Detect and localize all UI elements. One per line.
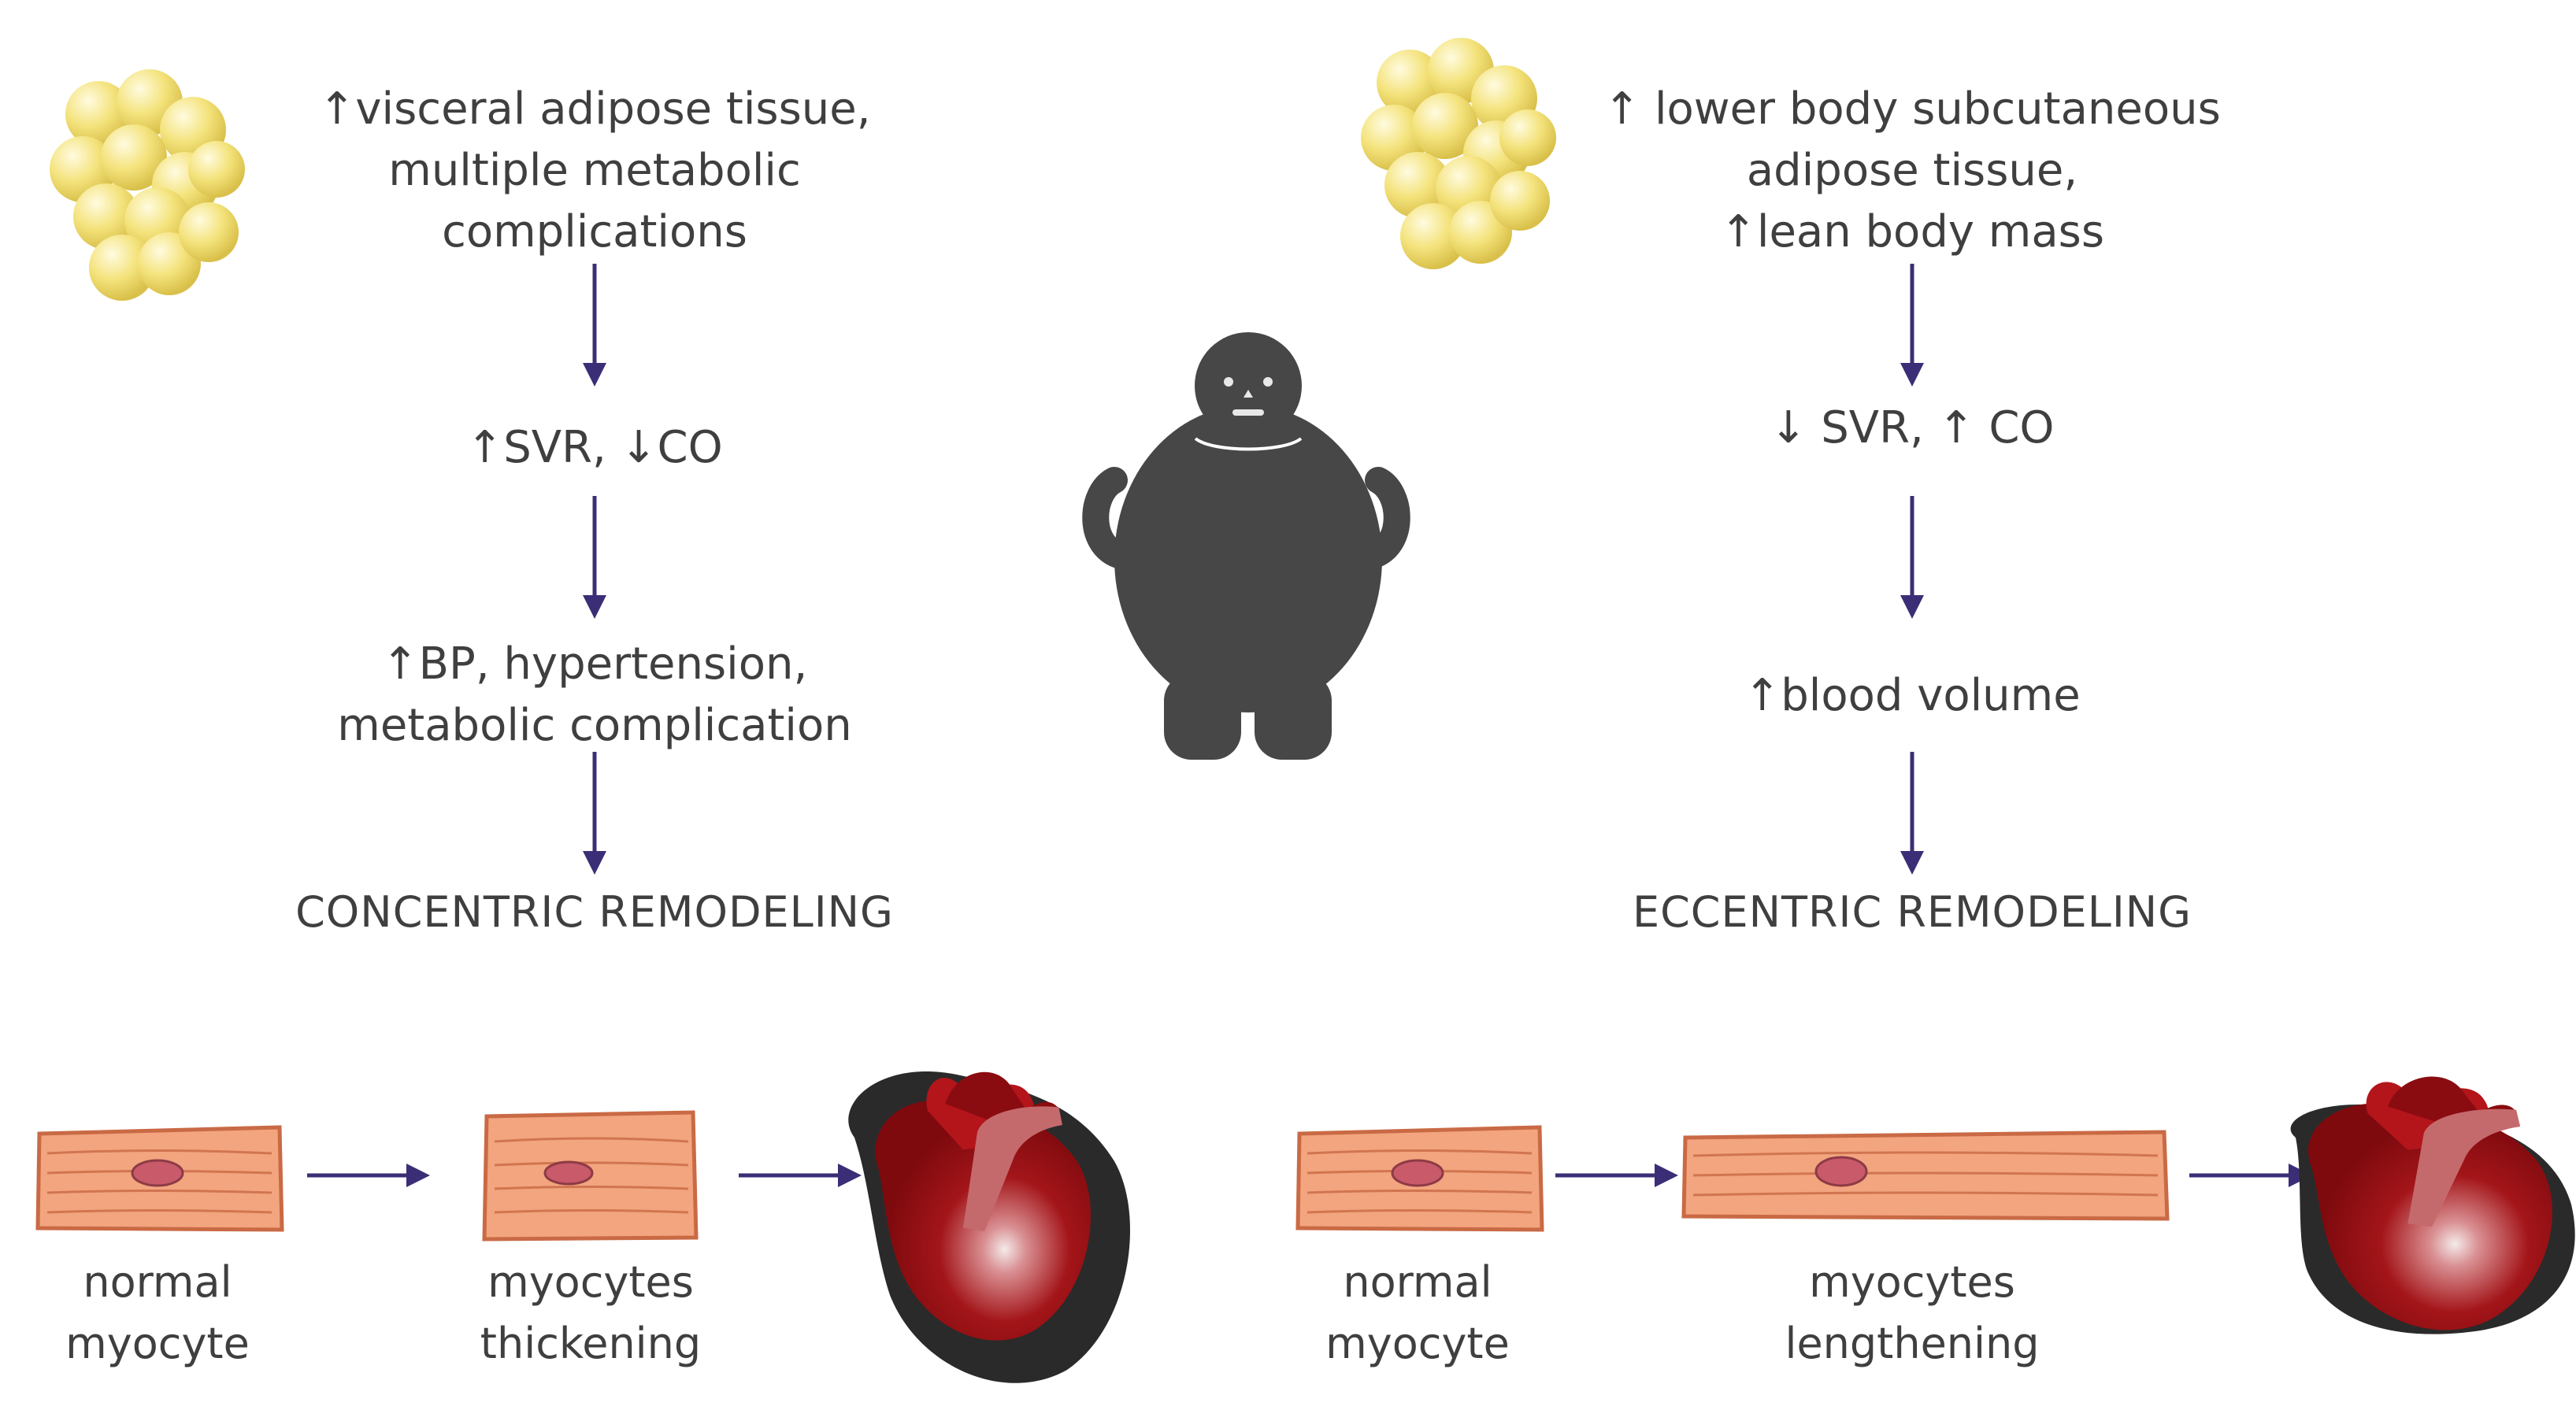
left-step1-line1: ↑visceral adipose tissue,	[318, 83, 871, 135]
myocyte-thickened-icon	[482, 1110, 699, 1242]
left-step2-text: ↑SVR, ↓CO	[280, 417, 910, 479]
right-step3-line1: ↑blood volume	[1744, 670, 2081, 721]
left-step3-line1: ↑BP, hypertension,	[381, 638, 808, 690]
label-line: normal	[1343, 1257, 1492, 1307]
label-line: myocyte	[65, 1319, 250, 1368]
right-step2-text: ↓ SVR, ↑ CO	[1550, 398, 2274, 459]
right-step1-line3: ↑lean body mass	[1719, 206, 2105, 257]
right-result-text: ECCENTRIC REMODELING	[1632, 887, 2192, 937]
label-line: normal	[83, 1257, 232, 1307]
myocyte-icon	[1295, 1125, 1544, 1232]
right-step3-text: ↑blood volume	[1550, 665, 2274, 727]
right-lengthening-label: myocytes lengthening	[1755, 1252, 2070, 1375]
right-step1-line2: adipose tissue,	[1746, 145, 2078, 196]
right-normal-myocyte-label: normal myocyte	[1260, 1252, 1575, 1375]
right-step2-line1: ↓ SVR, ↑ CO	[1770, 402, 2055, 453]
adipose-cluster-icon	[50, 69, 245, 301]
adipose-cluster-icon	[1361, 38, 1556, 269]
right-result-heading: ECCENTRIC REMODELING	[1550, 882, 2274, 943]
left-step1-line3: complications	[442, 206, 747, 257]
heart-icon	[848, 1071, 1130, 1383]
left-thickening-label: myocytes thickening	[433, 1252, 748, 1375]
label-line: myocyte	[1325, 1319, 1510, 1368]
label-line: myocytes	[1809, 1257, 2015, 1307]
left-result-text: CONCENTRIC REMODELING	[295, 887, 894, 937]
left-step2-line1: ↑SVR, ↓CO	[466, 422, 723, 473]
right-step1-text: ↑ lower body subcutaneous adipose tissue…	[1550, 79, 2274, 263]
myocyte-lengthened-icon	[1681, 1130, 2170, 1221]
person-icon	[1082, 332, 1410, 760]
right-step1-line1: ↑ lower body subcutaneous	[1603, 83, 2221, 135]
left-step3-text: ↑BP, hypertension, metabolic complicatio…	[280, 634, 910, 757]
left-result-heading: CONCENTRIC REMODELING	[280, 882, 910, 943]
heart-icon	[2290, 1076, 2575, 1334]
label-line: lengthening	[1785, 1319, 2040, 1368]
left-step1-line2: multiple metabolic	[388, 145, 801, 196]
left-step3-line2: metabolic complication	[337, 700, 852, 751]
left-normal-myocyte-label: normal myocyte	[0, 1252, 315, 1375]
label-line: thickening	[480, 1319, 702, 1368]
label-line: myocytes	[487, 1257, 694, 1307]
myocyte-icon	[35, 1125, 284, 1232]
left-step1-text: ↑visceral adipose tissue, multiple metab…	[280, 79, 910, 263]
